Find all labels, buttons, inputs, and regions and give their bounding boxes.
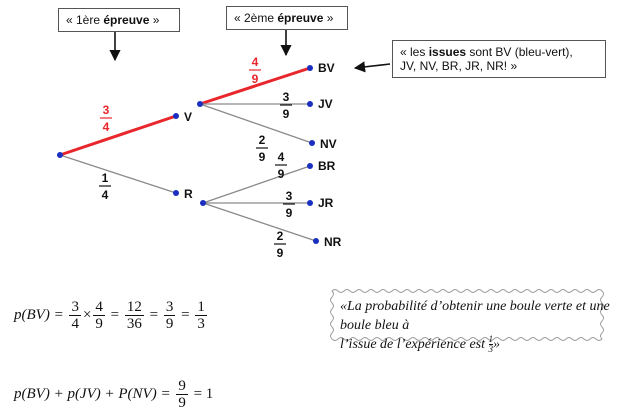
label-R: R: [184, 187, 193, 201]
label-NV: NV: [320, 137, 337, 151]
label-V: V: [184, 110, 192, 124]
label-BV: BV: [318, 61, 335, 75]
prob-NV-den: 9: [259, 150, 266, 164]
node-R-start: [200, 200, 206, 206]
prob-JV-num: 3: [283, 90, 290, 104]
label-JR: JR: [318, 196, 334, 210]
branch-V-BV: [199, 66, 311, 106]
prob-BR-num: 4: [278, 150, 285, 164]
branch-root-V: [59, 114, 177, 157]
branch-R-BR: [202, 165, 311, 204]
prob-BV-num: 4: [252, 55, 259, 69]
prob-JV-den: 9: [283, 107, 290, 121]
prob-NV-num: 2: [259, 133, 266, 147]
node-BR: [307, 163, 313, 169]
prob-JR-den: 9: [286, 206, 293, 220]
arrow-outcomes: [353, 61, 391, 73]
node-V-start: [197, 101, 203, 107]
node-NV: [309, 140, 315, 146]
label-NR: NR: [324, 235, 342, 249]
node-NR: [313, 238, 319, 244]
label-JV: JV: [318, 97, 333, 111]
prob-V-den: 4: [103, 120, 110, 134]
prob-JR-num: 3: [286, 189, 293, 203]
prob-BV-den: 9: [252, 72, 259, 86]
prob-R-num: 1: [102, 171, 109, 185]
prob-BR-den: 9: [278, 167, 285, 181]
first-trial-box: « 1ère épreuve »: [58, 8, 180, 32]
node-BV: [307, 65, 313, 71]
node-JR: [307, 200, 313, 206]
second-trial-box: « 2ème épreuve »: [226, 6, 348, 30]
outcomes-box: « les issues sont BV (bleu-vert), JV, NV…: [392, 40, 606, 78]
prob-NR-num: 2: [277, 229, 284, 243]
node-root: [57, 152, 63, 158]
prob-NR-den: 9: [277, 246, 284, 260]
node-V-end: [173, 113, 179, 119]
node-JV: [307, 101, 313, 107]
branch-V-NV: [199, 103, 313, 144]
prob-R-den: 4: [102, 188, 109, 202]
quote-frame: [330, 289, 604, 341]
branch-root-R: [59, 154, 177, 194]
interpretation-quote: «La probabilité d’obtenir une boule vert…: [340, 299, 610, 355]
prob-V-num: 3: [103, 103, 110, 117]
branch-R-NR: [202, 202, 317, 242]
node-R-end: [173, 190, 179, 196]
label-BR: BR: [318, 159, 336, 173]
